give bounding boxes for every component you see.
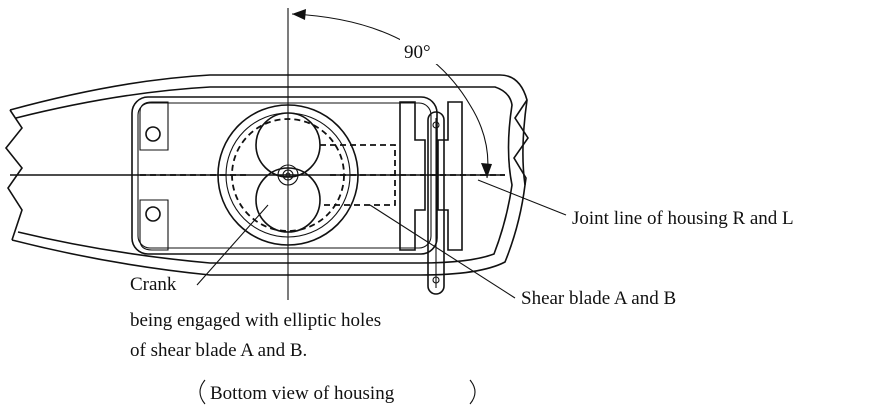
label-crank-note-1: being engaged with elliptic holes bbox=[130, 310, 381, 331]
leader-crank bbox=[196, 204, 269, 286]
angle-label-bg bbox=[400, 38, 444, 64]
label-joint-line: Joint line of housing R and L bbox=[572, 208, 794, 229]
label-crank-note-2: of shear blade A and B. bbox=[130, 340, 307, 361]
label-crank: Crank bbox=[130, 274, 177, 295]
blade-guide bbox=[399, 101, 463, 295]
view-caption: Bottom view of housing bbox=[199, 379, 476, 405]
leader-joint-line bbox=[477, 179, 567, 216]
view-caption-text: Bottom view of housing bbox=[210, 383, 395, 404]
angle-arc bbox=[291, 9, 492, 179]
label-shear-blade: Shear blade A and B bbox=[521, 288, 676, 309]
leader-shear-blade bbox=[369, 204, 516, 299]
angle-label: 90° bbox=[404, 42, 431, 63]
